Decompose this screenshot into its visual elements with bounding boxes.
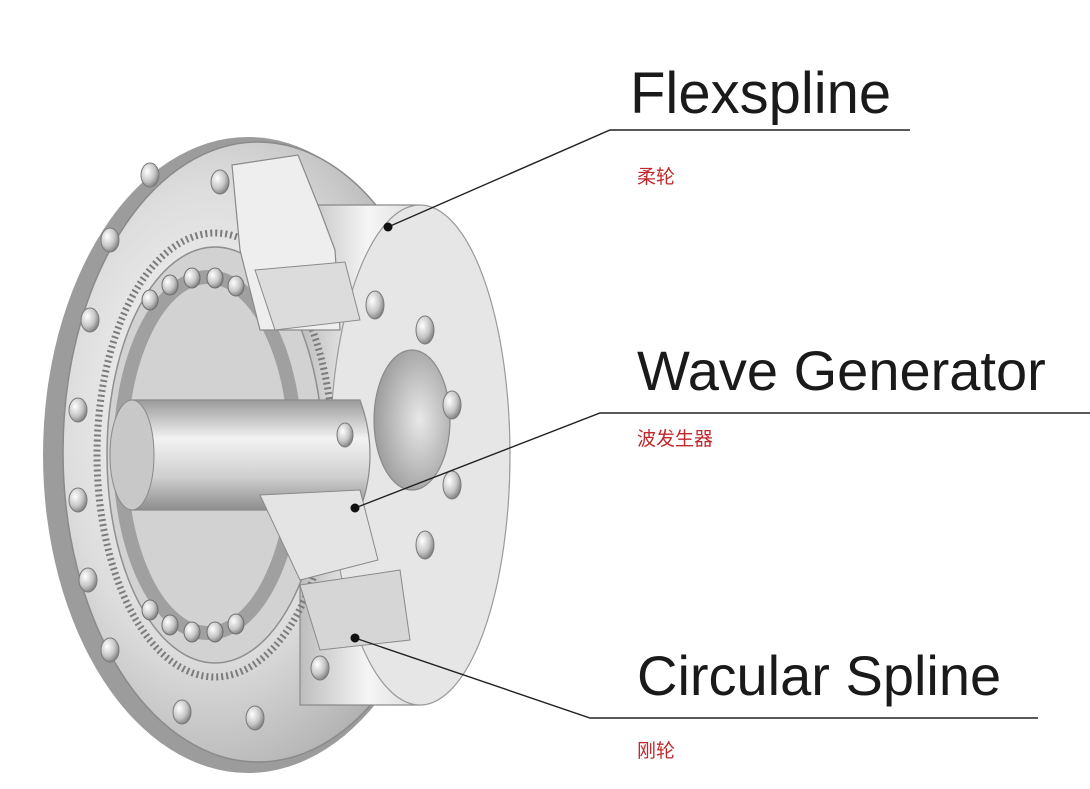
leader-lines [354, 129, 1090, 719]
bearing-balls [141, 267, 245, 643]
wave-generator-cn-label: 波发生器 [637, 428, 714, 450]
hub-bolts [336, 290, 462, 560]
flexspline-cn-label: 柔轮 [637, 166, 676, 188]
cutaway-top-step [254, 261, 361, 331]
circular-spline-cn-label: 刚轮 [637, 740, 676, 762]
wave-generator-label: Wave Generator [637, 339, 1046, 402]
circular-spline-label: Circular Spline [637, 644, 1002, 707]
hub-bore [373, 349, 451, 491]
circular-spline-leader [354, 637, 1038, 719]
flexspline-label: Flexspline [630, 61, 892, 126]
leader-dots [350, 222, 393, 643]
flexspline-leader [387, 129, 910, 228]
cutaway-bottom-flange [299, 569, 411, 651]
shaft-end [109, 399, 155, 511]
wave-generator-leader [354, 412, 1090, 509]
flange-bolts [68, 162, 330, 731]
cutaway-bottom-block [259, 489, 379, 581]
